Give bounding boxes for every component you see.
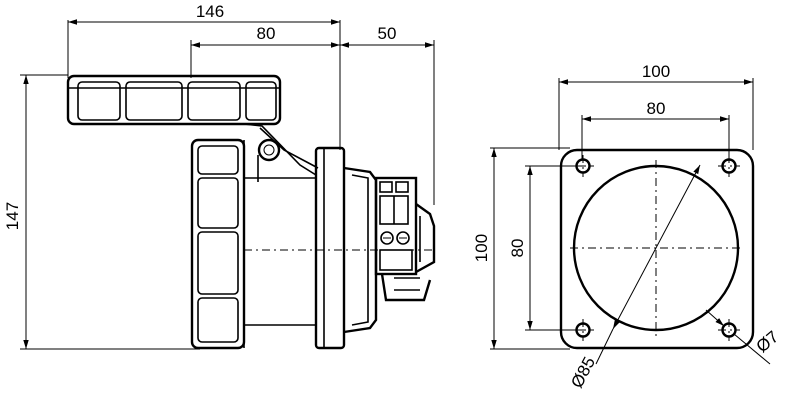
dimension-plate-width: 100 [559, 62, 753, 85]
mounting-plate [559, 148, 755, 350]
front-frame [190, 138, 246, 350]
hinged-cover [66, 74, 282, 126]
dimension-hole-spacing-horizontal-label: 80 [647, 99, 666, 118]
mounting-flange [314, 146, 346, 350]
dimension-circle-diameter: Ø85 [567, 164, 701, 391]
dimension-overall-width: 146 [68, 2, 340, 25]
hinge [243, 123, 319, 182]
dimension-height-label: 147 [3, 202, 22, 230]
dimension-hole-spacing-vertical-label: 80 [508, 239, 527, 258]
dimension-hole-diameter-label: Ø7 [753, 327, 783, 356]
dimension-plate-height-label: 100 [472, 234, 491, 262]
dimension-overall-width-label: 146 [196, 2, 224, 21]
side-extension-lines [20, 20, 435, 350]
dimension-plate-height: 100 [472, 148, 497, 349]
mounting-holes [572, 155, 740, 341]
dimension-cover-width-label: 80 [257, 24, 276, 43]
dimension-depth-label: 50 [378, 24, 397, 43]
dimension-hole-spacing-horizontal: 80 [582, 99, 729, 122]
dimension-circle-diameter-label: Ø85 [567, 354, 599, 391]
front-view: 100 80 100 80 [472, 62, 782, 391]
dimension-depth: 50 [340, 24, 434, 48]
socket-body [244, 177, 434, 326]
dimension-hole-diameter: Ø7 [705, 309, 783, 365]
dimension-cover-width: 80 [191, 24, 340, 48]
dimension-height: 147 [3, 75, 29, 349]
terminal-block [374, 176, 436, 302]
side-view: 146 80 50 147 [3, 2, 436, 350]
dimension-plate-width-label: 100 [642, 62, 670, 81]
front-extension-lines [490, 78, 754, 350]
dimension-hole-spacing-vertical: 80 [508, 166, 533, 330]
